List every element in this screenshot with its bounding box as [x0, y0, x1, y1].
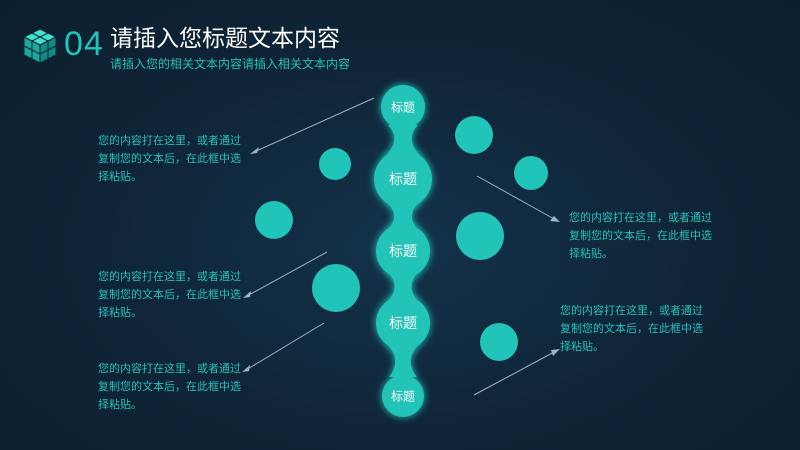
main-node-4 — [376, 296, 430, 350]
section-number: 04 — [64, 25, 104, 63]
connector-line-4 — [245, 322, 325, 371]
satellite-bubble — [312, 264, 360, 312]
arrowhead-1 — [250, 147, 259, 154]
arrowhead-5 — [551, 349, 560, 356]
callout-text-3: 您的内容打在这里，或者通过复制您的文本后，在此框中选择粘贴。 — [98, 270, 241, 319]
callout-text-4: 您的内容打在这里，或者通过复制您的文本后，在此框中选择粘贴。 — [560, 304, 703, 353]
spine-link-2 — [384, 200, 422, 232]
arrowhead-3 — [243, 291, 251, 298]
spine-link-3 — [386, 270, 420, 303]
satellite-bubble — [255, 201, 293, 239]
node-label-5: 标题 — [390, 389, 416, 404]
arrowhead-2 — [550, 216, 560, 222]
satellite-bubble — [456, 212, 504, 260]
spine-link-4 — [386, 343, 420, 377]
callout-text-5: 您的内容打在这里，或者通过复制您的文本后，在此框中选择粘贴。 — [98, 362, 241, 411]
main-node-2 — [374, 150, 432, 208]
connector-line-1 — [253, 97, 375, 153]
callout-text-1: 您的内容打在这里，或者通过复制您的文本后，在此框中选择粘贴。 — [98, 134, 241, 183]
satellite-bubble — [514, 156, 548, 190]
main-node-3 — [376, 224, 430, 278]
satellite-bubble — [480, 323, 518, 361]
node-label-1: 标题 — [390, 100, 416, 115]
connector-line-2 — [476, 175, 557, 221]
satellite-bubble — [319, 148, 351, 180]
node-label-4: 标题 — [389, 316, 417, 332]
cube-icon — [22, 28, 58, 64]
page-title: 请插入您标题文本内容 — [110, 26, 340, 52]
connector-line-5 — [473, 350, 557, 396]
spine — [382, 125, 424, 377]
spine-link-1 — [382, 125, 424, 160]
main-node-1 — [381, 85, 425, 129]
satellite-bubble — [455, 116, 493, 154]
page-subtitle: 请插入您的相关文本内容请插入相关文本内容 — [110, 57, 351, 71]
main-node-5 — [382, 375, 424, 417]
node-label-2: 标题 — [389, 172, 417, 188]
callout-text-2: 您的内容打在这里，或者通过复制您的文本后，在此框中选择粘贴。 — [569, 211, 712, 260]
connector-line-3 — [246, 251, 328, 297]
arrowhead-4 — [242, 365, 250, 372]
node-label-3: 标题 — [389, 244, 417, 260]
